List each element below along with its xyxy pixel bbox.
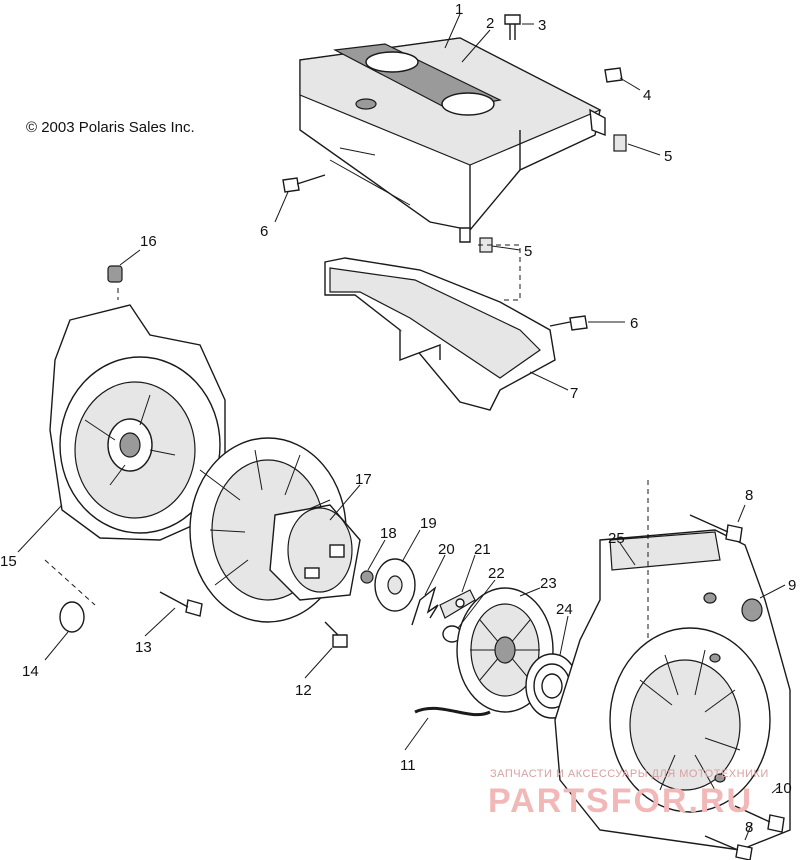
callout-15: 15	[0, 553, 17, 570]
callout-23: 23	[540, 575, 557, 592]
callout-1: 1	[455, 1, 463, 18]
starter-rope	[414, 706, 491, 717]
bolt-10	[734, 805, 785, 833]
callout-21: 21	[474, 541, 491, 558]
callout-11: 11	[400, 757, 416, 774]
bolt-8-lower	[704, 835, 753, 860]
engine-cover	[299, 37, 606, 243]
bolt-3	[504, 14, 521, 40]
callout-labels: 1 2 3 4 5 5 6 6 7 8 8 9 10 11 12 13 14 1…	[0, 1, 796, 836]
callout-6-lower: 6	[630, 315, 638, 332]
callout-20: 20	[438, 541, 455, 558]
pawl-21	[439, 589, 476, 619]
spring-20	[411, 586, 439, 626]
callout-17: 17	[355, 471, 372, 488]
callout-10: 10	[775, 780, 792, 797]
bolt-6-lower	[549, 315, 588, 331]
callout-8-lower: 8	[745, 819, 753, 836]
callout-13: 13	[135, 639, 152, 656]
washer-19	[374, 558, 416, 612]
callout-12: 12	[295, 682, 312, 699]
callout-19: 19	[420, 515, 437, 532]
callout-18: 18	[380, 525, 397, 542]
bolt-12	[324, 621, 348, 648]
air-shroud	[324, 257, 556, 411]
nut-18	[360, 570, 374, 584]
callout-24: 24	[556, 601, 573, 618]
recoil-housing	[554, 529, 791, 851]
bolt-8-upper	[689, 514, 743, 543]
callout-7: 7	[570, 385, 578, 402]
copyright-text: © 2003 Polaris Sales Inc.	[26, 119, 195, 136]
clip-5-upper	[613, 134, 627, 152]
callout-5-upper: 5	[664, 148, 672, 165]
starter-cup	[269, 504, 361, 601]
callout-3: 3	[538, 17, 546, 34]
callout-16: 16	[140, 233, 157, 250]
bolt-6-upper	[282, 174, 326, 193]
cap-9	[741, 598, 763, 622]
callout-25: 25	[608, 530, 625, 547]
bolt-4	[604, 67, 623, 83]
callout-8-upper: 8	[745, 487, 753, 504]
fan-housing	[49, 304, 226, 541]
callout-6-upper: 6	[260, 223, 268, 240]
watermark: ЗАПЧАСТИ И АКСЕССУАРЫ ДЛЯ МОТОТЕХНИКИ PA…	[488, 768, 769, 820]
bolt-13	[159, 591, 203, 617]
callout-5-lower: 5	[524, 243, 532, 260]
callout-22: 22	[488, 565, 505, 582]
callout-2: 2	[486, 15, 494, 32]
callout-4: 4	[643, 87, 651, 104]
watermark-brand: PARTSFOR.RU	[488, 782, 753, 820]
watermark-tagline: ЗАПЧАСТИ И АКСЕССУАРЫ ДЛЯ МОТОТЕХНИКИ	[490, 768, 769, 780]
bushing-16	[107, 265, 123, 283]
plug-14	[59, 601, 85, 633]
callout-14: 14	[22, 663, 39, 680]
callout-9: 9	[788, 577, 796, 594]
